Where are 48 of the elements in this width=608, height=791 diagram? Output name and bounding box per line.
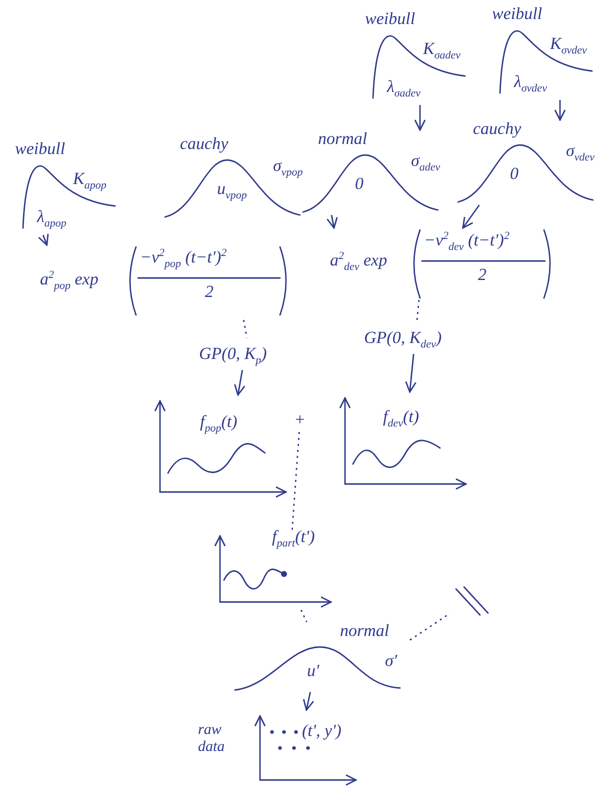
arrow [414,105,426,131]
parameter-label: u$_{vpop}$ [217,180,247,202]
function-label: f$_{pop}$(t) [200,413,238,434]
parameter-label: σ$_{adev}$ [411,152,440,174]
arrow [38,233,49,246]
numerator-text: −v$^{2}$$_{dev}$ (t−t')$^{2}$ [424,230,510,254]
formula-text: + [292,410,308,432]
plot-caption: raw data [198,722,226,755]
formula-text: a$^{2}$$_{pop}$ exp [40,269,98,292]
dotted-line [416,300,420,322]
distribution-name: cauchy [180,135,228,154]
distribution-name: weibull [15,140,66,159]
function-label: f$_{dev}$(t) [383,408,420,430]
formula-text: GP(0, K$_{dev}$) [360,322,480,354]
parameter-label: K$_{apop}$ [73,170,106,192]
distribution-name: normal [318,130,368,149]
formula-text: GP(0, K$_{p}$) [195,338,310,370]
formula-text: a$^{2}$$_{dev}$ exp [330,250,388,274]
parameter-label: 0 [510,165,518,184]
arrow [405,354,416,393]
distribution-name: normal [340,622,390,641]
denominator-text: 2 [205,283,214,302]
parameter-label: λ$_{σvdev}$ [514,73,547,94]
dotted-line [291,432,300,530]
parameter-label: σ' [385,652,398,671]
dotted-line [300,610,308,622]
parameter-label: λ$_{apop}$ [37,208,66,230]
distribution-name: cauchy [473,120,522,139]
numerator-text: −v$^{2}$$_{pop}$ (t−t')$^{2}$ [140,247,227,270]
arrow [326,214,338,229]
parameter-label: σ$_{vdev}$ [566,142,595,164]
arrow [234,370,246,396]
arrow [554,100,566,121]
parameter-label: K$_{σadev}$ [423,40,461,62]
dotted-line [410,612,450,641]
distribution-name: weibull [365,10,416,29]
parameter-label: λ$_{σadev}$ [387,78,421,100]
parameter-label: σ$_{vpop}$ [273,157,303,178]
function-label: f$_{part}$(t') [272,528,315,550]
distribution-name: weibull [492,5,542,24]
arrow [462,204,480,229]
denominator-text: 2 [478,266,486,285]
parameter-label: K$_{σvdev}$ [550,35,587,56]
parameter-label: u' [307,662,320,681]
point-label: (t', y') [302,722,342,741]
dotted-line [242,320,248,338]
parameter-label: 0 [355,175,364,194]
arrow [302,692,314,711]
